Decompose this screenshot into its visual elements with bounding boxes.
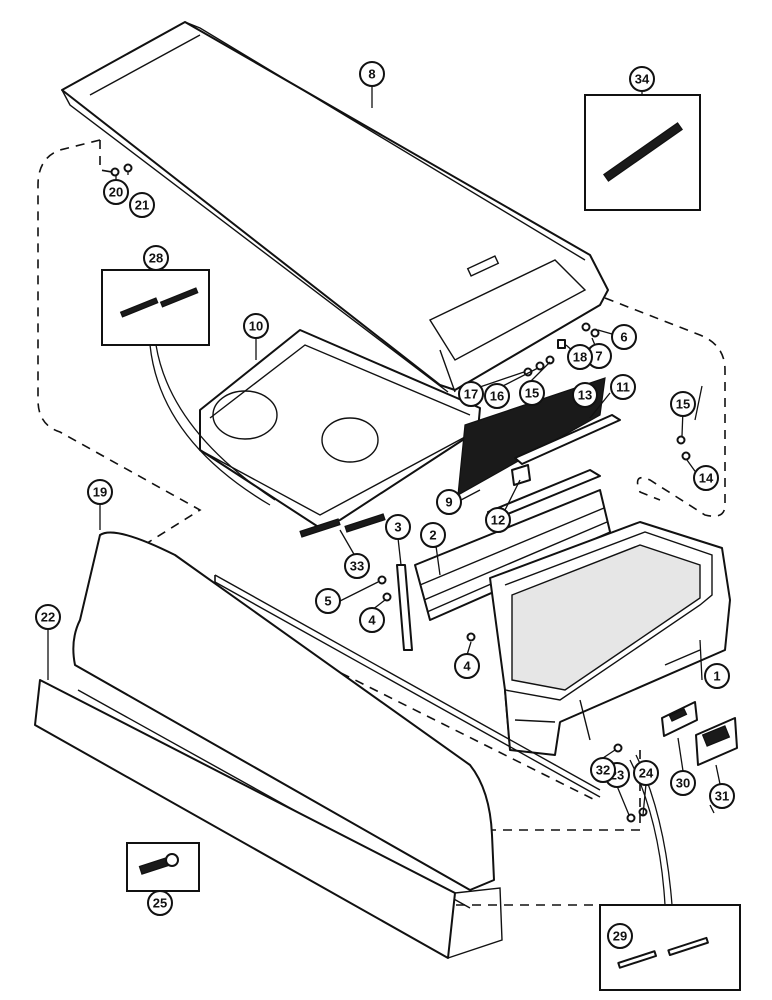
svg-text:1: 1 — [713, 669, 720, 684]
svg-text:28: 28 — [149, 251, 163, 266]
fasteners — [110, 163, 691, 823]
svg-text:17: 17 — [464, 387, 478, 402]
svg-text:6: 6 — [620, 330, 627, 345]
shroud-part-10 — [199, 329, 481, 529]
svg-text:8: 8 — [368, 67, 375, 82]
svg-text:3: 3 — [394, 520, 401, 535]
callout-28: 28 — [143, 245, 169, 271]
svg-text:4: 4 — [368, 613, 376, 628]
callout-20: 20 — [103, 179, 129, 205]
svg-text:22: 22 — [41, 610, 55, 625]
bar-part-3 — [396, 564, 413, 651]
svg-text:34: 34 — [635, 72, 650, 87]
callout-33: 33 — [344, 553, 370, 579]
callout-4b: 4 — [454, 653, 480, 679]
callout-30: 30 — [670, 770, 696, 796]
callout-18: 18 — [567, 344, 593, 370]
inset-part-34 — [584, 94, 701, 211]
decal-part-31 — [695, 717, 738, 766]
svg-text:21: 21 — [135, 198, 149, 213]
callout-32: 32 — [590, 757, 616, 783]
trim-panel-part-22 — [34, 679, 503, 959]
svg-text:5: 5 — [324, 594, 331, 609]
svg-text:33: 33 — [350, 559, 364, 574]
svg-text:19: 19 — [93, 485, 107, 500]
svg-text:31: 31 — [715, 789, 729, 804]
callout-9: 9 — [436, 489, 462, 515]
callout-25: 25 — [147, 890, 173, 916]
svg-text:25: 25 — [153, 896, 167, 911]
callout-17: 17 — [458, 381, 484, 407]
strips-part-33 — [299, 513, 386, 538]
callout-5: 5 — [315, 588, 341, 614]
callout-14: 14 — [693, 465, 719, 491]
svg-text:32: 32 — [596, 763, 610, 778]
svg-text:30: 30 — [676, 776, 690, 791]
screen-part-9 — [457, 377, 606, 497]
callout-6: 6 — [611, 324, 637, 350]
callout-12: 12 — [485, 507, 511, 533]
svg-text:13: 13 — [578, 388, 592, 403]
svg-text:4: 4 — [463, 659, 471, 674]
callout-34: 34 — [629, 66, 655, 92]
grille-housing-part-1 — [489, 521, 731, 756]
svg-text:18: 18 — [573, 350, 587, 365]
top-cover-part-8 — [61, 21, 609, 393]
svg-text:11: 11 — [616, 380, 630, 395]
callout-22: 22 — [35, 604, 61, 630]
callout-31: 31 — [709, 783, 735, 809]
rail — [214, 574, 601, 798]
callout-16: 16 — [484, 383, 510, 409]
callout-11: 11 — [610, 374, 636, 400]
svg-text:20: 20 — [109, 185, 123, 200]
decal-part-30 — [661, 701, 698, 737]
svg-text:9: 9 — [445, 495, 452, 510]
svg-text:12: 12 — [491, 513, 505, 528]
callout-15a: 15 — [519, 380, 545, 406]
svg-text:7: 7 — [595, 349, 602, 364]
svg-text:16: 16 — [490, 389, 504, 404]
callout-2: 2 — [420, 522, 446, 548]
callout-13: 13 — [572, 382, 598, 408]
callout-29: 29 — [607, 923, 633, 949]
svg-text:14: 14 — [699, 471, 714, 486]
svg-text:24: 24 — [639, 766, 654, 781]
callout-21: 21 — [129, 192, 155, 218]
svg-text:10: 10 — [249, 319, 263, 334]
svg-text:15: 15 — [676, 397, 690, 412]
inset-part-28 — [101, 269, 276, 506]
callout-19: 19 — [87, 479, 113, 505]
callout-1: 1 — [704, 663, 730, 689]
strip-part-13 — [514, 414, 621, 465]
svg-text:29: 29 — [613, 929, 627, 944]
callout-8: 8 — [359, 61, 385, 87]
inset-part-25 — [126, 842, 200, 892]
callout-15b: 15 — [670, 391, 696, 417]
svg-text:15: 15 — [525, 386, 539, 401]
callout-4a: 4 — [359, 607, 385, 633]
svg-text:2: 2 — [429, 528, 436, 543]
callout-3: 3 — [385, 514, 411, 540]
callout-10: 10 — [243, 313, 269, 339]
callout-24: 24 — [633, 760, 659, 786]
